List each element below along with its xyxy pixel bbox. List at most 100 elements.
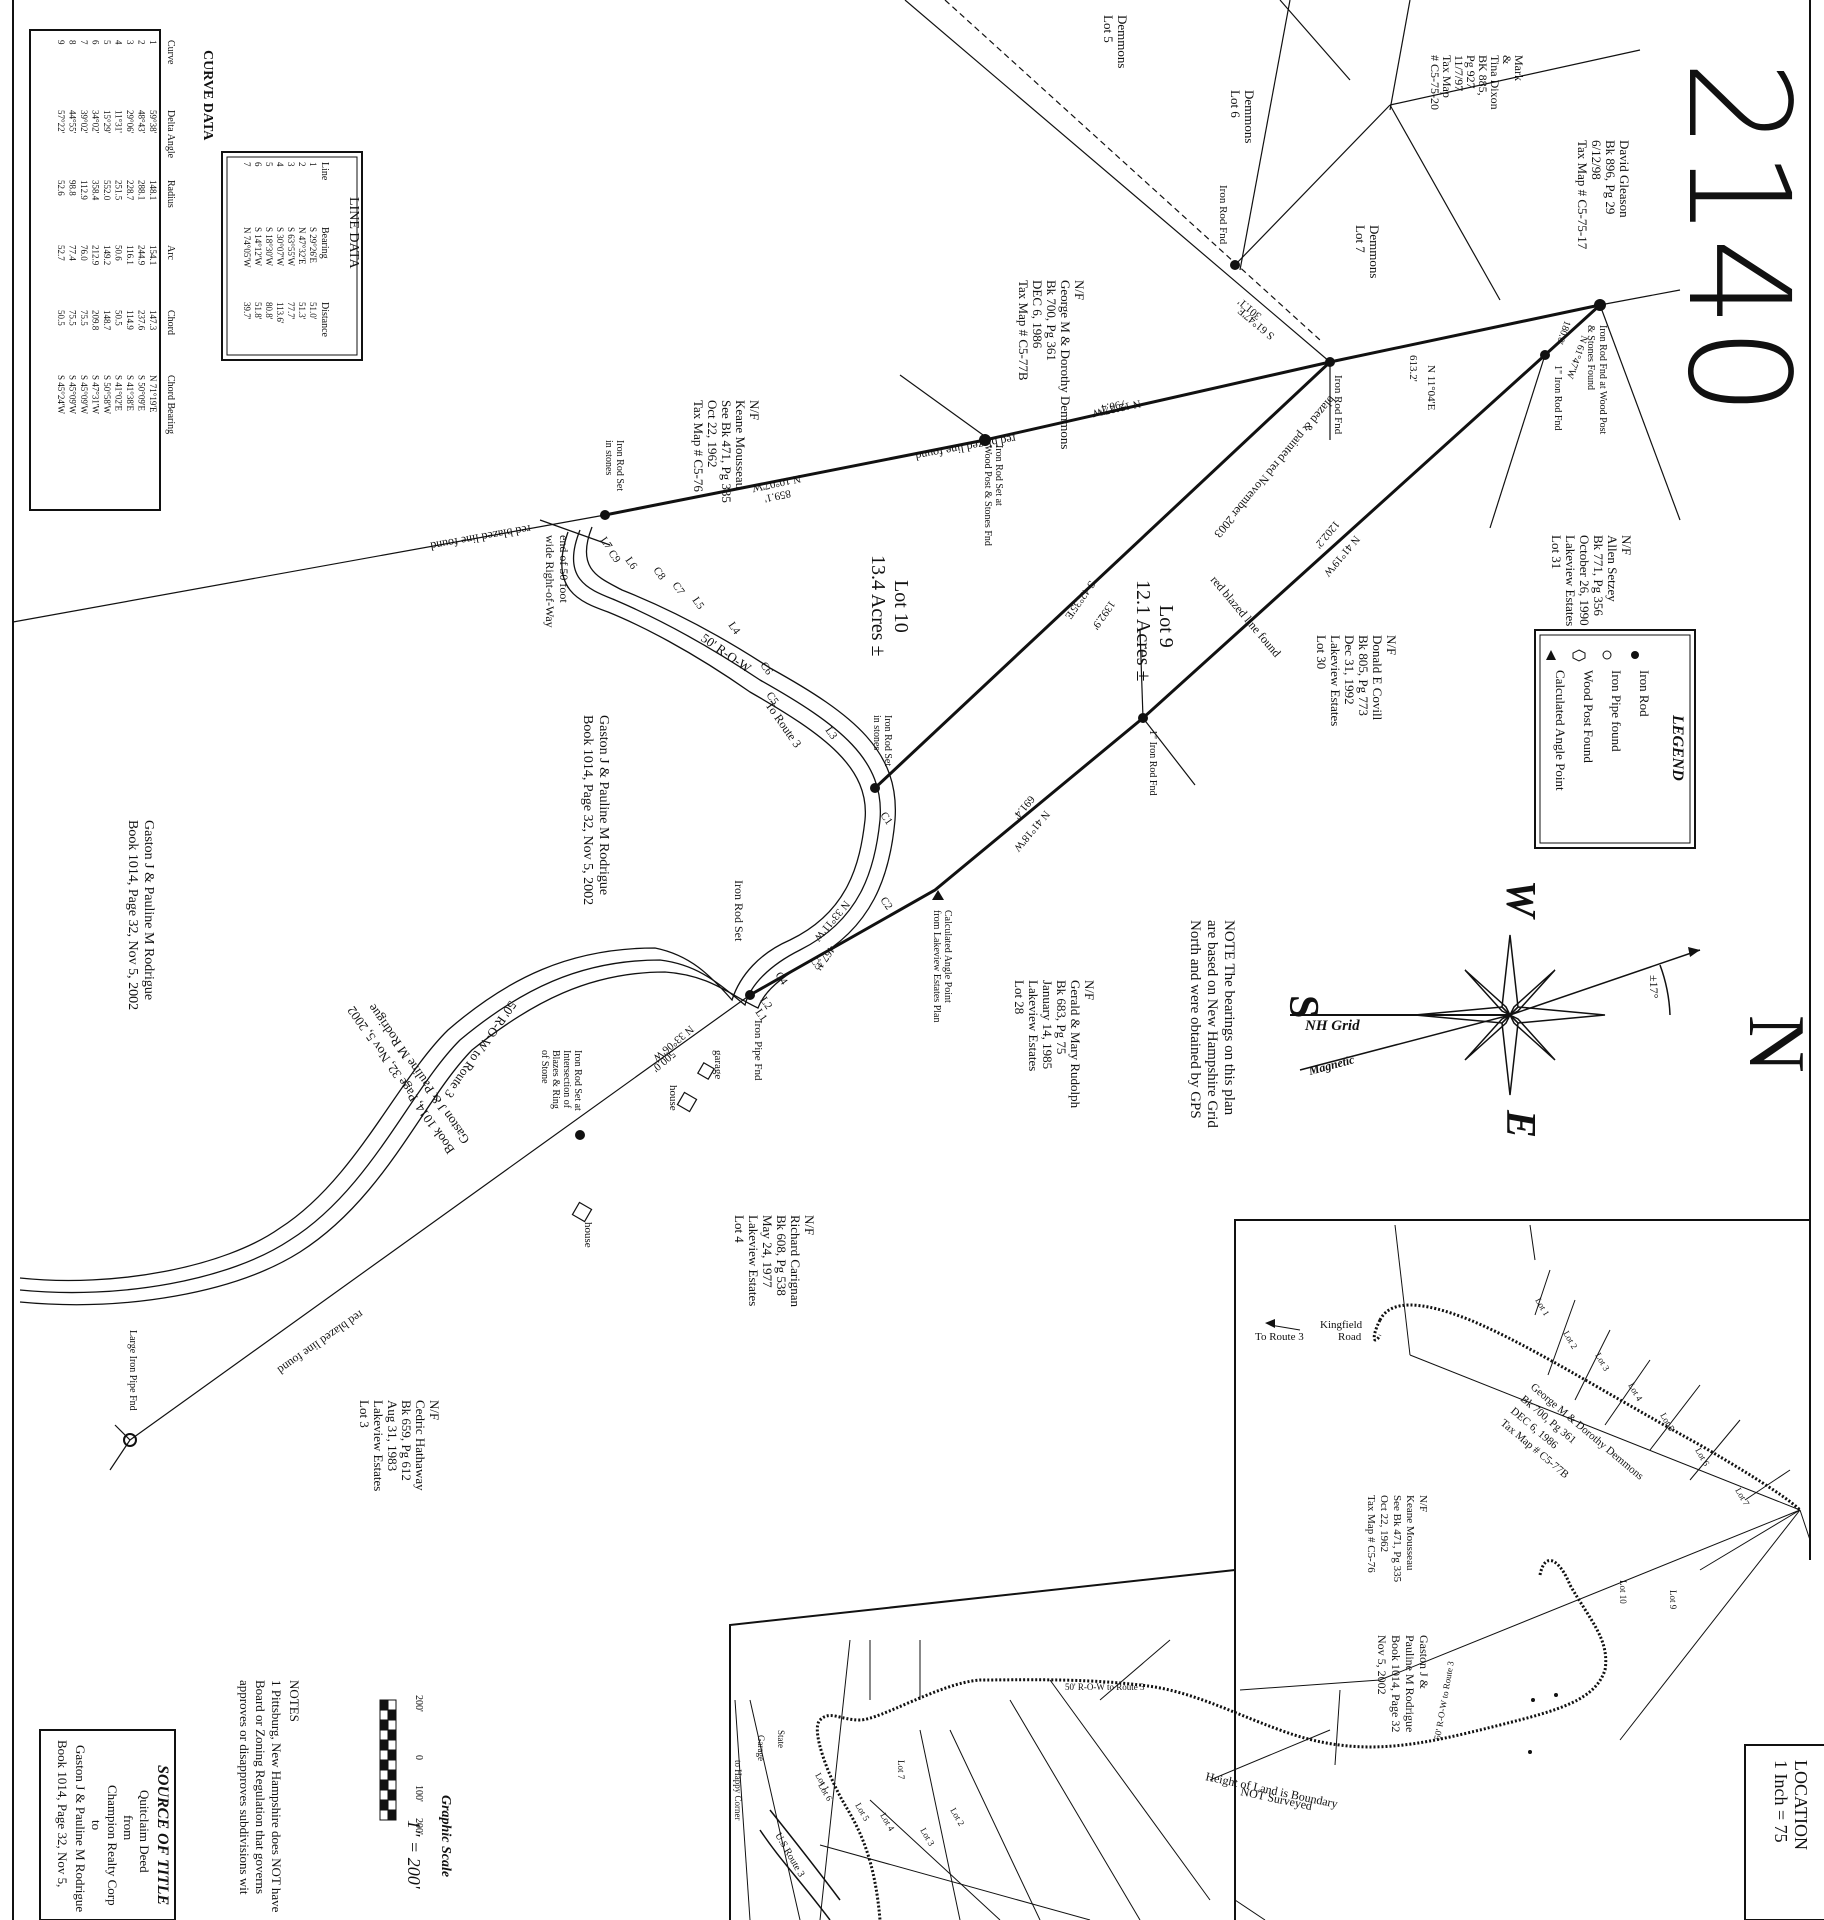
inset-lot-10: Lot 7	[896, 1760, 906, 1780]
label-iron-rod-blazes-line-1: Iron Rod Set at	[572, 1050, 583, 1111]
curve-cell-r6-c3: 358.4	[91, 180, 101, 201]
label-iron-pipe-fnd: Iron Pipe Fnd	[752, 1020, 764, 1081]
curve-cell-r1-c3: 148.1	[148, 180, 158, 200]
owner-rodrigue-1-line-1: Gaston J & Pauline M Rodrigue	[141, 820, 156, 1000]
scale-bar-segment	[379, 1799, 389, 1811]
bearing-note: NOTE The bearings on this plan are based…	[1187, 920, 1237, 1128]
curve-cell-r6-c2: 34°02'	[91, 110, 101, 134]
owner-covill-line-1: N/F	[1384, 635, 1399, 655]
curve-cell-r6-c1: 6	[91, 40, 101, 45]
point-ne-corner	[1594, 299, 1606, 311]
label-blazed-4: red blazed line found	[275, 1308, 366, 1378]
curve-cell-r7-c2: 39°02'	[79, 110, 89, 134]
scale-bar-segment	[379, 1709, 389, 1721]
legend: LEGEND Iron Rod Iron Pipe found Wood Pos…	[1534, 629, 1696, 849]
curve-tag-l4: L4	[726, 620, 743, 637]
angle-point-symbol	[1546, 650, 1556, 660]
owner-hathaway-line-3: Bk 659, Pg 612	[399, 1400, 414, 1481]
curve-cell-r8-c2: 44°55'	[68, 110, 78, 134]
curve-cell-r4-c5: 50.5	[114, 310, 124, 326]
inset-row-2: 50' R-O-W to Route 3	[1432, 1660, 1456, 1740]
inset-happy: to Happy Corner	[733, 1760, 743, 1821]
curve-cell-r8-c1: 8	[68, 40, 78, 45]
inset-lot-8: Lot 10	[1618, 1580, 1628, 1604]
curve-header-6: Chord Bearing	[165, 375, 176, 434]
scale-bar-segment	[379, 1749, 389, 1761]
plan-notes: NOTES 1 Pittsburg, New Hampshire does NO…	[237, 1680, 302, 1913]
label-iron-rod-set-stones-2-line-2: in stones	[871, 715, 882, 750]
curve-cell-r3-c2: 29°06'	[125, 110, 135, 134]
line-cell-r3-c2: S 63°55'W	[286, 227, 296, 266]
inset-to-route: To Route 3	[1255, 1331, 1304, 1343]
scale-bar-segment	[379, 1739, 389, 1751]
label-blazed-1: red blazed line found	[429, 522, 532, 553]
inset-lot-14: Lot 3	[918, 1826, 937, 1848]
inset-lot-3: Lot 3	[1593, 1351, 1612, 1373]
owner-hathaway-line-1: N/F	[427, 1400, 442, 1420]
owner-demmons-lot5-line-2: Lot 5	[1101, 15, 1116, 43]
point-iron-rod-1	[1540, 350, 1550, 360]
curve-tag-l3: L3	[823, 725, 840, 742]
owner-rodrigue-3-line-2: Book 1014, Page 32, Nov 5, 2002	[344, 1004, 458, 1157]
curve-cell-r5-c3: 552.0	[102, 180, 112, 201]
owner-mousseau-line-3: See Bk 471, Pg 335	[719, 400, 734, 503]
curve-cell-r5-c4: 149.2	[102, 245, 112, 265]
curve-tag-l6: L6	[623, 555, 640, 572]
curve-cell-r7-c3: 112.9	[79, 180, 89, 200]
owner-carignan-line-2: Richard Carignan	[788, 1215, 803, 1308]
owner-mousseau-line-2: Keane Mousseau	[733, 400, 748, 490]
owner-setzey-line-4: October 26, 1990	[1577, 535, 1592, 626]
scale-bar-segment	[387, 1799, 397, 1811]
curve-cell-r9-c2: 57°22'	[56, 110, 66, 134]
scale-ratio: 1" = 200'	[404, 1820, 424, 1890]
iron-pipe-symbol	[1602, 650, 1612, 660]
compass-declination: ±17°	[1647, 975, 1661, 999]
inset-lot-12: Lot 5	[853, 1801, 872, 1823]
inset-rodrigue-line-1: Gaston J &	[1417, 1635, 1431, 1690]
legend-title: LEGEND	[1669, 714, 1686, 781]
label-calc-angle-line-1: Calculated Angle Point	[942, 910, 953, 1003]
boundary-lines	[12, 0, 1681, 1471]
owner-demmons-main-line-3: Bk 700, Pg 361	[1044, 280, 1059, 361]
legend-item-3: Wood Post Found	[1581, 670, 1596, 763]
owner-covill-line-5: Lakeview Estates	[1328, 635, 1343, 726]
inset-row-1: 50' R-O-W to Route 3	[1065, 1682, 1145, 1692]
owner-mark-dixon-line-8: # C5-75-20	[1428, 55, 1442, 110]
owner-setzey-line-3: Bk 771, Pg 356	[1591, 535, 1606, 616]
curve-cell-r7-c4: 76.0	[79, 245, 89, 261]
label-iron-rod-fnd-2: Iron Rod Fnd	[1332, 375, 1344, 435]
structures	[571, 1061, 716, 1223]
inset-lot-13: Lot 4	[878, 1811, 897, 1833]
owner-rudolph-line-1: N/F	[1082, 980, 1097, 1000]
curve-tag-c9: C9	[606, 548, 623, 566]
line-cell-r6-c2: S 14°12'W	[253, 227, 263, 266]
svg-text:Gaston J & Pauline M Rodrigue: Gaston J & Pauline M Rodrigue	[73, 1745, 88, 1912]
line-cell-r6-c1: 6	[253, 162, 263, 167]
curve-header-1: Curve	[165, 40, 176, 65]
distance-1: 613.2'	[1407, 355, 1419, 382]
curve-cell-r7-c5: 75.5	[79, 310, 89, 326]
svg-text:North and were obtained by GPS: North and were obtained by GPS	[1187, 920, 1203, 1119]
line-cell-r1-c3: 51.0'	[308, 302, 318, 320]
owner-demmons-main-line-4: DEC 6, 1986	[1030, 280, 1045, 349]
owner-hathaway-line-4: Aug 31, 1983	[385, 1400, 400, 1471]
line-cell-r5-c1: 5	[264, 162, 274, 167]
owner-demmons-lot7-line-1: Demmons	[1367, 225, 1382, 278]
line-cell-r2-c1: 2	[297, 162, 307, 167]
curve-cell-r5-c5: 148.7	[102, 310, 112, 331]
owner-setzey-line-1: N/F	[1619, 535, 1634, 555]
label-ne-corner-line-2: & Stones Found	[1585, 325, 1596, 390]
lot10-acres: 13.4 Acres ±	[867, 555, 889, 657]
inset-lot-4: Lot 4	[1626, 1381, 1645, 1403]
label-iron-rod-blazes-line-3: Blazes & Ring	[550, 1050, 561, 1109]
inset-lot-1: Lot 1	[1533, 1296, 1551, 1318]
north-letter: N	[1732, 1015, 1820, 1073]
curve-cell-r8-c4: 77.4	[68, 245, 78, 261]
label-iron-rod-set-stones-2-line-1: Iron Rod Set	[882, 715, 893, 766]
owner-mark-dixon-line-6: 11/7/97	[1452, 55, 1466, 91]
inset-map	[729, 1219, 1811, 1920]
inset-rodrigue-line-4: Nov 5, 2002	[1375, 1635, 1389, 1695]
curve-cell-r7-c6: S 45°09'W	[79, 375, 89, 414]
line-header-3: Distance	[319, 302, 330, 338]
distance-10: 180.0'	[1554, 319, 1573, 346]
